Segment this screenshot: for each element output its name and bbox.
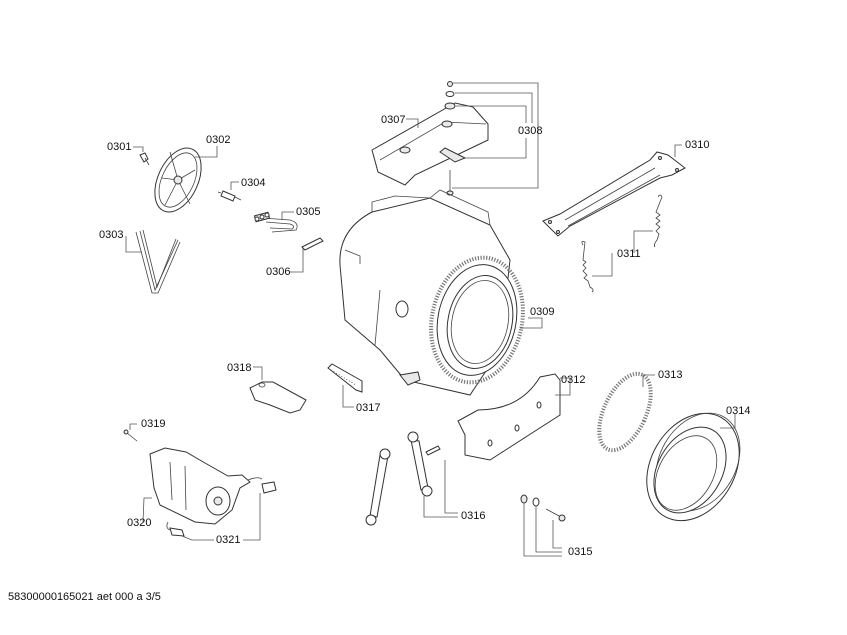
leader-0307 [406, 118, 419, 128]
leader-0319 [129, 423, 137, 430]
label-0305: 0305 [296, 206, 321, 218]
part-0315-screw-washers [520, 494, 566, 522]
part-0311-springs [581, 194, 663, 293]
leader-0308d [465, 138, 527, 159]
leader-0303 [125, 236, 142, 253]
leader-0310 [674, 144, 682, 157]
label-0319: 0319 [141, 418, 166, 430]
leader-0321a [181, 535, 214, 541]
leader-0320 [142, 497, 152, 523]
part-0317-vane [327, 363, 363, 393]
label-0314: 0314 [726, 405, 751, 417]
label-0315: 0315 [568, 546, 593, 558]
part-0319-screw [123, 429, 138, 442]
leader-0305 [281, 211, 294, 220]
leader-0313 [642, 374, 655, 387]
part-0302-pulley [154, 147, 202, 213]
leader-0301 [133, 146, 144, 152]
label-0310: 0310 [685, 139, 710, 151]
label-0321: 0321 [216, 534, 241, 546]
label-0308: 0308 [518, 125, 543, 137]
label-0306: 0306 [266, 266, 291, 278]
leader-0315c [552, 520, 562, 549]
part-0316-shock-absorbers [365, 431, 441, 526]
label-0302: 0302 [206, 134, 231, 146]
label-0317: 0317 [356, 402, 381, 414]
part-0313-clamp-ring [597, 371, 653, 453]
part-0305-heater [253, 211, 298, 233]
part-0303-belt [135, 229, 181, 294]
part-0318-cover-plate [249, 381, 307, 414]
leader-0311a [592, 253, 613, 277]
part-0312-counterweight-front [457, 373, 561, 461]
leader-0317 [342, 385, 354, 408]
label-0304: 0304 [241, 177, 266, 189]
part-0301-screw [139, 152, 150, 166]
label-0316: 0316 [461, 510, 486, 522]
label-0307: 0307 [381, 114, 406, 126]
leader-0316b [444, 460, 458, 514]
leader-0302 [195, 146, 218, 158]
part-0310-crossbar [542, 151, 686, 237]
leader-0316a [423, 496, 458, 518]
leader-0308a [452, 82, 539, 189]
part-0307-counterweight-top [371, 102, 489, 186]
part-0321-carbon-brushes [166, 481, 277, 537]
leader-0321b [243, 493, 261, 541]
label-0318: 0318 [227, 362, 252, 374]
leader-0308b [455, 92, 533, 123]
label-0301: 0301 [107, 141, 132, 153]
leader-0304 [230, 181, 239, 190]
label-0313: 0313 [658, 369, 683, 381]
leader-0315b [535, 506, 562, 553]
leader-0309 [520, 317, 543, 329]
leader-0308c [456, 105, 527, 123]
label-0312: 0312 [561, 374, 586, 386]
label-0309: 0309 [530, 306, 555, 318]
document-id-footer: 58300000165021 aet 000 a 3/5 [8, 591, 161, 603]
part-0320-motor [149, 447, 263, 525]
leader-0312 [555, 377, 571, 396]
part-0304-sensor [217, 190, 242, 202]
label-0311: 0311 [617, 248, 641, 260]
label-0320: 0320 [127, 517, 152, 529]
leader-0315a [523, 503, 562, 557]
leader-0318 [253, 366, 263, 380]
part-0309-tub [339, 189, 525, 396]
part-0306-bracket [301, 237, 324, 252]
part-0314-door-seal [646, 412, 741, 522]
leader-0314 [720, 414, 736, 429]
leader-0306 [290, 252, 304, 273]
label-0303: 0303 [99, 229, 124, 241]
leader-0311b [633, 230, 653, 253]
